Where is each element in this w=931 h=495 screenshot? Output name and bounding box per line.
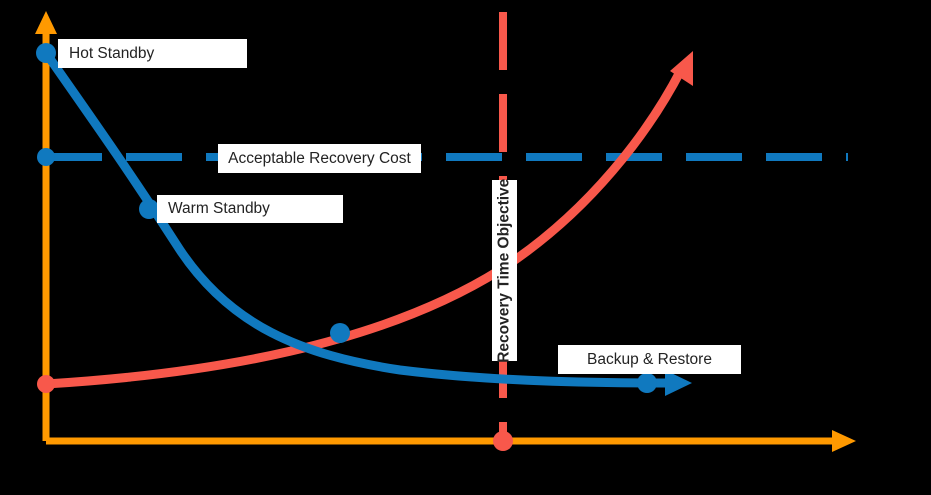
label-backup-restore-text: Backup & Restore	[587, 350, 712, 368]
y-axis-arrowhead	[35, 11, 57, 34]
warm-standby-marker	[139, 199, 159, 219]
hot-standby-marker	[36, 43, 56, 63]
cost-of-downtime-path	[41, 65, 686, 389]
acceptable-recovery-cost-marker	[37, 148, 55, 166]
label-backup-restore: Backup & Restore	[558, 345, 741, 374]
label-hot-standby-text: Hot Standby	[69, 44, 155, 62]
label-hot-standby: Hot Standby	[58, 39, 247, 68]
label-acceptable-recovery-cost-text: Acceptable Recovery Cost	[228, 149, 411, 167]
pilot-light-marker	[330, 323, 350, 343]
label-acceptable-recovery-cost: Acceptable Recovery Cost	[218, 144, 421, 173]
recovery-cost-path	[41, 48, 678, 388]
label-warm-standby: Warm Standby	[157, 195, 343, 223]
label-warm-standby-text: Warm Standby	[168, 200, 270, 218]
recovery-cost-arrowhead	[665, 370, 692, 396]
recovery-cost-curve	[36, 43, 692, 396]
label-recovery-time-objective-text: Recovery Time Objective	[495, 178, 513, 363]
label-recovery-time-objective: Recovery Time Objective	[492, 178, 517, 363]
cost-of-downtime-arrowhead	[670, 51, 693, 86]
cost-of-downtime-start-marker	[37, 375, 55, 393]
x-axis-arrowhead	[832, 430, 856, 452]
cost-of-downtime-curve	[37, 51, 693, 393]
axes-group	[35, 11, 856, 452]
acceptable-recovery-cost-line	[37, 148, 848, 166]
recovery-time-objective-marker	[493, 431, 513, 451]
backup-restore-marker	[637, 373, 657, 393]
